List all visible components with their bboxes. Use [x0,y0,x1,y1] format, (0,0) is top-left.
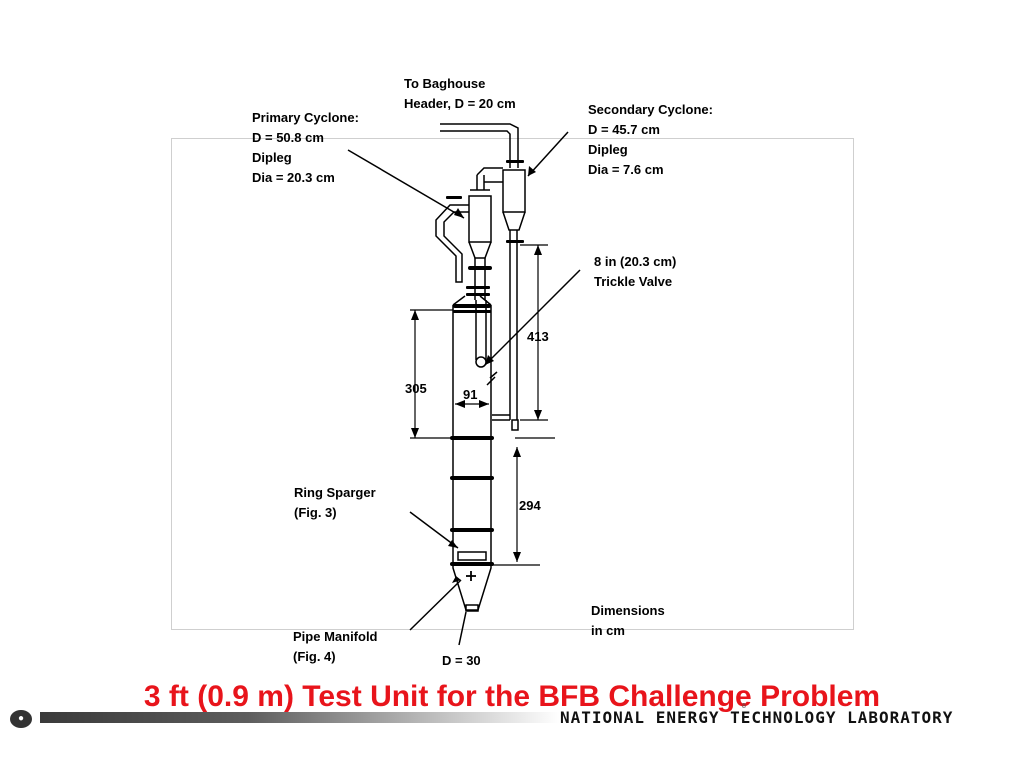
main-column [452,295,492,612]
trickle-valve-label: 8 in (20.3 cm) Trickle Valve [594,252,676,292]
ring-sparger-line-2: (Fig. 3) [294,505,337,520]
arrowheads [411,166,542,583]
leader-lines [347,131,581,646]
netl-logo-icon: ● [10,710,32,728]
page-number: 8 [742,703,746,710]
secondary-cyclone-line-2: D = 45.7 cm [588,122,660,137]
ring-sparger-line-1: Ring Sparger [294,485,376,500]
dimension-294: 294 [519,498,541,513]
bottom-diameter-label: D = 30 [442,653,481,668]
flange-rings [446,160,524,566]
pipe-manifold-line-2: (Fig. 4) [293,649,336,664]
slide-frame [171,138,854,630]
dimension-91: 91 [463,387,478,402]
slide-title: 3 ft (0.9 m) Test Unit for the BFB Chall… [143,680,881,713]
trickle-valve-line-1: 8 in (20.3 cm) [594,254,677,269]
trickle-valve-line-2: Trickle Valve [594,274,673,289]
primary-cyclone [435,175,492,368]
secondary-cyclone-label: Secondary Cyclone: D = 45.7 cm Dipleg Di… [588,100,713,180]
footer-bar [40,712,560,723]
secondary-cyclone-line-3: Dipleg [588,142,628,157]
pipe-manifold-label: Pipe Manifold (Fig. 4) [293,627,378,667]
baghouse-label-line-1: To Baghouse [404,76,486,91]
organization-name: NATIONAL ENERGY TECHNOLOGY LABORATORY [560,708,954,727]
baghouse-label: To Baghouse Header, D = 20 cm [404,74,516,114]
secondary-cyclone [440,123,526,431]
secondary-cyclone-line-1: Secondary Cyclone: [588,102,713,117]
ring-sparger-element [457,551,487,561]
secondary-cyclone-line-4: Dia = 7.6 cm [588,162,664,177]
dimensions-note-line-2: in cm [591,623,625,638]
primary-cyclone-line-4: Dia = 20.3 cm [252,170,335,185]
primary-cyclone-line-1: Primary Cyclone: [252,110,359,125]
primary-cyclone-line-2: D = 50.8 cm [252,130,324,145]
pipe-manifold-line-1: Pipe Manifold [293,629,378,644]
baghouse-label-line-2: Header, D = 20 cm [404,96,516,111]
ring-sparger-label: Ring Sparger (Fig. 3) [294,483,376,523]
primary-cyclone-label: Primary Cyclone: D = 50.8 cm Dipleg Dia … [252,108,359,188]
dimensions-note-line-1: Dimensions [591,603,665,618]
dimension-305: 305 [405,381,427,396]
dimensions-note: Dimensions in cm [591,601,665,641]
dimension-413: 413 [527,329,549,344]
pipe-manifold-element [466,571,476,581]
primary-cyclone-line-3: Dipleg [252,150,292,165]
